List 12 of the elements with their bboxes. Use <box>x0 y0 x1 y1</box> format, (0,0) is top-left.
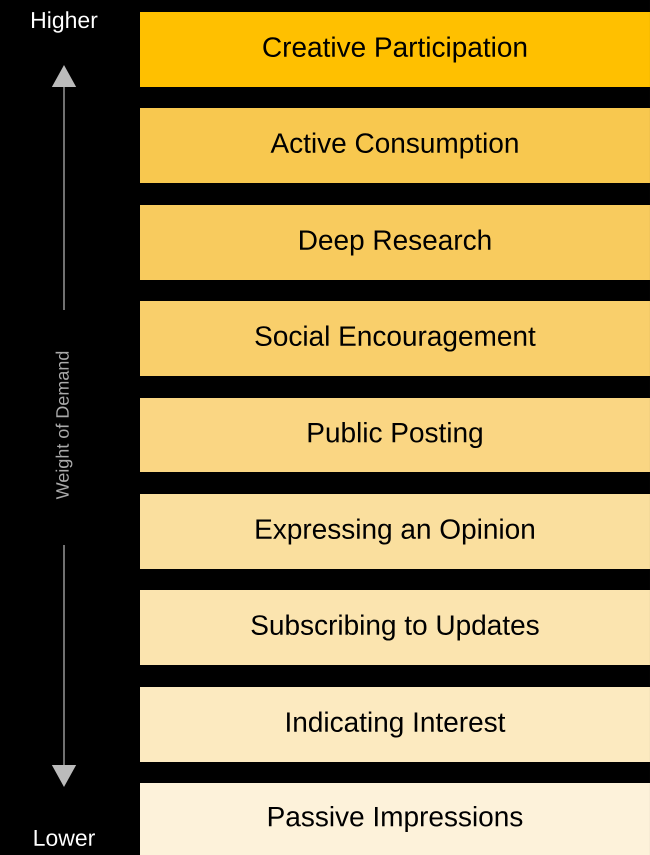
level-bar: Active Consumption <box>140 108 650 183</box>
level-bar: Public Posting <box>140 398 650 472</box>
level-bar: Social Encouragement <box>140 301 650 376</box>
axis-label: Higher <box>32 11 98 33</box>
level-bar: Deep Research <box>140 205 650 280</box>
axis-title: Weight of Demand <box>56 352 72 500</box>
level-bar: Expressing an Opinion <box>140 494 650 569</box>
level-bar: Indicating Interest <box>140 687 650 762</box>
level-bar: Passive Impressions <box>140 783 650 855</box>
level-bar: Creative Participation <box>140 12 650 87</box>
level-bar: Subscribing to Updates <box>140 590 650 665</box>
axis-label: Lower <box>34 830 95 846</box>
